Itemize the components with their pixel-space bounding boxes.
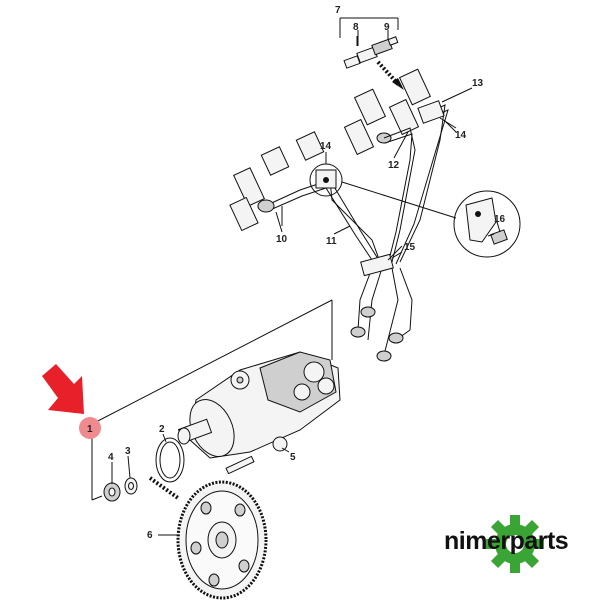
callout-12: 12 xyxy=(388,160,400,171)
callout-10: 10 xyxy=(276,234,288,245)
highlight-marker: 1 xyxy=(79,417,101,439)
callout-5: 5 xyxy=(290,452,296,463)
washer-3 xyxy=(124,477,138,495)
direction-arrow-gear xyxy=(148,476,180,500)
callout-1: 1 xyxy=(87,424,93,435)
detail-bracket-16 xyxy=(453,190,521,258)
callout-9: 9 xyxy=(384,22,390,33)
brand-name: nimerparts xyxy=(444,527,569,555)
injector-nozzle xyxy=(343,36,399,69)
line-clamp-15 xyxy=(360,251,403,277)
injection-pump xyxy=(177,351,341,475)
callout-2: 2 xyxy=(159,424,165,435)
clamp-14-middle xyxy=(309,152,457,219)
callout-1-marker xyxy=(79,417,101,439)
bracket-14-upper xyxy=(417,100,457,129)
callout-8: 8 xyxy=(353,22,359,33)
callout-16: 16 xyxy=(494,214,506,225)
drive-gear-6 xyxy=(176,480,268,600)
leakoff-pipe-10 xyxy=(257,199,283,226)
o-ring-2 xyxy=(155,437,185,483)
callout-13: 13 xyxy=(472,78,484,89)
callout-labels: 7 8 9 13 14 14 12 16 10 11 15 2 3 4 5 6 xyxy=(108,5,506,541)
callout-6: 6 xyxy=(147,530,153,541)
direction-arrow-top xyxy=(376,60,404,90)
callout-11: 11 xyxy=(326,236,337,247)
callout-7: 7 xyxy=(335,5,341,16)
callout-4: 4 xyxy=(108,452,114,463)
callout-3: 3 xyxy=(125,446,131,457)
nut-4 xyxy=(103,482,121,502)
callout-14-upper: 14 xyxy=(455,130,467,141)
callout-14-middle: 14 xyxy=(320,141,332,152)
gear-logo-icon xyxy=(486,515,544,573)
leader-lines xyxy=(111,34,501,536)
callout-15: 15 xyxy=(404,242,416,253)
red-arrow-icon xyxy=(42,364,84,414)
